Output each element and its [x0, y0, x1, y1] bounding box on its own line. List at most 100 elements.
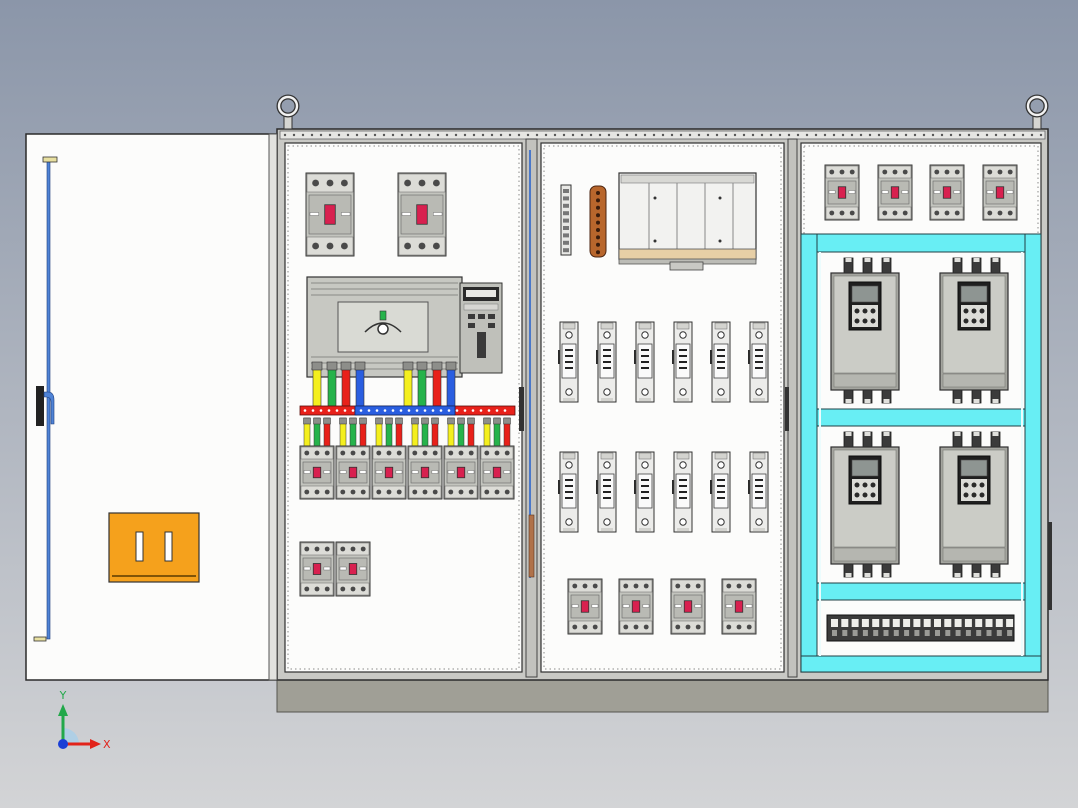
ats-output-cables: [311, 361, 457, 407]
frame-hole: [688, 133, 692, 137]
fuse-bottom-cap: [601, 528, 613, 531]
terminal-screw: [923, 619, 931, 627]
feeder-cables: [303, 417, 511, 447]
lug-bolt: [973, 399, 980, 403]
breaker-toggle: [420, 466, 430, 479]
terminal-screw: [944, 169, 950, 175]
terminal-screw: [641, 388, 649, 396]
terminal-screw: [882, 619, 890, 627]
terminal-screw: [350, 489, 356, 495]
terminal-screw: [934, 169, 940, 175]
terminal-screw: [360, 450, 366, 456]
terminal-screw: [360, 546, 366, 552]
lug-bolt: [864, 399, 871, 403]
cabinet-plinth: [276, 679, 1049, 713]
keypad-face: [852, 479, 878, 501]
terminal-screw: [504, 489, 510, 495]
fuse-bottom-cap: [715, 398, 727, 401]
fuse-marking: [679, 367, 687, 369]
breaker-toggle: [312, 466, 322, 479]
fuse-marking: [679, 479, 687, 481]
terminal-screw: [633, 624, 639, 630]
cover-screw: [653, 239, 657, 243]
cable-lug: [431, 417, 439, 425]
terminal-marker: [914, 630, 920, 636]
frame-hole: [328, 133, 332, 137]
frame-hole: [562, 133, 566, 137]
fuse-marking: [679, 361, 687, 363]
terminal-screw: [954, 169, 960, 175]
terminal-screw: [851, 619, 859, 627]
fuse-marking: [603, 497, 611, 499]
frame-hole: [364, 133, 368, 137]
frame-hole: [940, 133, 944, 137]
lug-bolt: [845, 258, 852, 262]
busbar-hole: [471, 409, 475, 412]
rating-label: [1006, 190, 1014, 194]
fuse-marking: [603, 491, 611, 493]
fuse-marking: [679, 349, 687, 351]
terminal-screw: [324, 586, 330, 592]
auxiliary-breaker: [299, 541, 335, 597]
terminal-screw: [954, 210, 960, 216]
terminal-screw: [685, 583, 691, 589]
terminal-screw: [641, 518, 649, 526]
fuse-marking: [603, 349, 611, 351]
fuse-top-cap: [676, 322, 690, 330]
frame-hole: [445, 133, 449, 137]
frame-hole: [697, 133, 701, 137]
terminal-screw: [504, 450, 510, 456]
terminal-screw: [717, 388, 725, 396]
terminal-screw: [326, 179, 334, 187]
terminal-screw: [849, 210, 855, 216]
terminal-screw: [572, 624, 578, 630]
terminal-screw: [746, 583, 752, 589]
terminal-screw: [717, 518, 725, 526]
selector-knob: [377, 323, 389, 335]
terminal-screw: [755, 518, 763, 526]
frame-hole: [589, 133, 593, 137]
terminal-screw: [829, 169, 835, 175]
keypad-button: [971, 492, 977, 498]
fuse-marking: [565, 361, 573, 363]
terminal-screw: [448, 489, 454, 495]
terminal-screw: [736, 624, 742, 630]
rating-label: [571, 604, 579, 608]
fuse-marking: [641, 355, 649, 357]
terminal-screw: [340, 489, 346, 495]
y-axis-label: Y: [59, 689, 67, 702]
cable-lug: [411, 417, 419, 425]
fuse-top-cap: [600, 452, 614, 460]
keypad-face: [961, 479, 987, 501]
terminal-marker: [986, 630, 992, 636]
keypad-button: [862, 318, 868, 324]
cover-base-insulator: [618, 248, 757, 261]
fuse-marking: [679, 355, 687, 357]
keypad-button: [862, 482, 868, 488]
status-indicator: [379, 310, 387, 321]
terminal-screw: [412, 489, 418, 495]
breaker-toggle: [683, 600, 693, 613]
terminal-screw: [987, 210, 993, 216]
terminal-screw: [565, 518, 573, 526]
terminal-screw: [679, 331, 687, 339]
keypad-button: [870, 308, 876, 314]
rating-label: [881, 190, 889, 194]
keypad-button: [963, 318, 969, 324]
cable-lug: [354, 361, 366, 371]
frame-hole: [778, 133, 782, 137]
busbar-blue: [354, 405, 456, 416]
keypad-button: [862, 492, 868, 498]
busbar-hole: [503, 409, 507, 412]
terminal-screw: [582, 624, 588, 630]
frame-hole: [382, 133, 386, 137]
terminal-screw: [882, 169, 888, 175]
fuse-marking: [717, 355, 725, 357]
terminal-screw: [641, 461, 649, 469]
power-cable: [312, 365, 322, 407]
motor-breaker: [982, 164, 1018, 221]
frame-hole: [643, 133, 647, 137]
fuse-holder: [634, 321, 655, 403]
